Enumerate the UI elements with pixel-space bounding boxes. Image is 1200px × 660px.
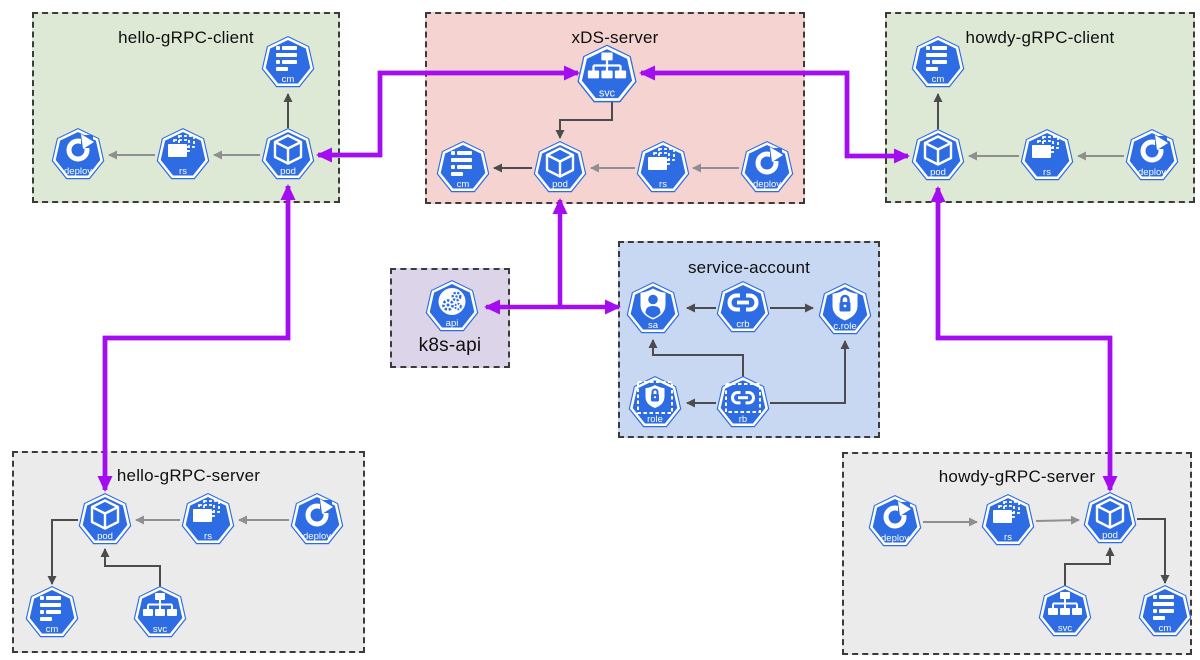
title-howdy-grpc-server: howdy-gRPC-server [938, 467, 1096, 486]
deployment-icon: deploy [289, 492, 345, 546]
title-k8s-api: k8s-api [418, 335, 482, 356]
node-label: rs [204, 531, 212, 542]
pod-cube-icon: pod [1082, 491, 1138, 545]
node-hello-server-cm: cm [24, 585, 80, 641]
rolebinding-icon: rb [715, 375, 771, 429]
configmap-icon: cm [260, 35, 316, 89]
node-howdy-client-pod: pod [910, 128, 966, 184]
node-label: cm [1159, 623, 1172, 634]
node-label: pod [552, 179, 568, 190]
node-label: svc [1058, 623, 1073, 634]
node-hello-client-pod: pod [260, 127, 316, 183]
node-sa: sa [625, 281, 681, 337]
replicaset-icon: rs [180, 492, 236, 546]
node-label: pod [280, 166, 296, 177]
node-label: rs [659, 179, 667, 190]
title-xds-server: xDS-server [571, 28, 659, 47]
node-label: pod [1102, 530, 1118, 541]
node-label: rs [1043, 167, 1051, 178]
pod-cube-icon: pod [77, 492, 133, 546]
node-role: role [627, 375, 683, 431]
node-label: role [647, 414, 663, 425]
node-hello-server-deploy: deploy [289, 492, 345, 548]
arrow-howdy-client-pod-to-howdy-server-pod [935, 188, 1118, 492]
node-label: sa [648, 320, 659, 331]
replicaset-icon: rs [1019, 128, 1075, 182]
node-label: cm [46, 624, 59, 635]
arrow-hello-client-pod-to-hello-server-pod [97, 186, 291, 492]
node-hello-client-rs: rs [155, 127, 211, 183]
node-hello-client-deploy: deploy [50, 127, 106, 183]
node-hello-server-pod: pod [77, 492, 133, 548]
node-label: rb [739, 414, 747, 425]
title-hello-grpc-client: hello-gRPC-client [118, 28, 254, 47]
title-service-account: service-account [687, 258, 811, 277]
arrow-hello-server-pod-to-hello-client-pod [102, 184, 296, 490]
node-crb: crb [715, 280, 771, 336]
node-howdy-server-cm: cm [1137, 584, 1193, 640]
node-label: deploy [64, 166, 92, 177]
node-hello-server-svc: svc [132, 585, 188, 641]
node-label: deploy [753, 179, 781, 190]
node-howdy-server-rs: rs [980, 493, 1036, 549]
node-label: rs [1004, 532, 1012, 543]
node-label: svc [599, 87, 616, 99]
node-xds-rs: rs [635, 140, 691, 196]
node-label: api [446, 318, 459, 329]
service-icon: svc [132, 585, 188, 639]
node-label: c.role [833, 321, 856, 332]
deployment-icon: deploy [867, 494, 923, 548]
replicaset-icon: rs [980, 493, 1036, 547]
configmap-icon: cm [1137, 584, 1193, 638]
clusterrole-lock-icon: c.role [817, 282, 873, 336]
service-icon: svc [575, 43, 639, 104]
node-label: pod [930, 167, 946, 178]
node-howdy-client-deploy: deploy [1124, 128, 1180, 184]
pod-cube-icon: pod [532, 140, 588, 194]
configmap-icon: cm [435, 140, 491, 194]
replicaset-icon: rs [155, 127, 211, 181]
node-label: deploy [881, 533, 909, 544]
node-howdy-server-svc: svc [1037, 584, 1093, 640]
node-label: pod [97, 531, 113, 542]
node-label: cm [932, 74, 945, 85]
arrow-howdy-server-pod-to-howdy-client-pod [930, 186, 1113, 490]
node-xds-svc: svc [575, 43, 639, 107]
node-label: crb [736, 319, 749, 330]
node-label: deploy [1138, 167, 1166, 178]
service-icon: svc [1037, 584, 1093, 638]
configmap-icon: cm [910, 35, 966, 89]
clusterrolebinding-icon: crb [715, 280, 771, 334]
node-howdy-client-cm: cm [910, 35, 966, 91]
node-k8s-api: api [424, 279, 480, 335]
replicaset-icon: rs [635, 140, 691, 194]
node-howdy-client-rs: rs [1019, 128, 1075, 184]
api-gears-icon: api [424, 279, 480, 333]
role-lock-icon: role [627, 375, 683, 429]
node-xds-deploy: deploy [739, 140, 795, 196]
node-rolebinding: rb [715, 375, 771, 431]
node-xds-pod: pod [532, 140, 588, 196]
node-label: cm [457, 179, 470, 190]
deployment-icon: deploy [739, 140, 795, 194]
configmap-icon: cm [24, 585, 80, 639]
deployment-icon: deploy [50, 127, 106, 181]
node-howdy-server-deploy: deploy [867, 494, 923, 550]
node-label: rs [179, 166, 187, 177]
title-hello-grpc-server: hello-gRPC-server [116, 466, 261, 485]
pod-cube-icon: pod [260, 127, 316, 181]
node-hello-client-cm: cm [260, 35, 316, 91]
node-howdy-server-pod: pod [1082, 491, 1138, 547]
service-account-icon: sa [625, 281, 681, 335]
node-label: deploy [303, 531, 331, 542]
deployment-icon: deploy [1124, 128, 1180, 182]
node-label: cm [282, 74, 295, 85]
title-howdy-grpc-client: howdy-gRPC-client [965, 28, 1115, 47]
node-xds-cm: cm [435, 140, 491, 196]
pod-cube-icon: pod [910, 128, 966, 182]
node-clusterrole: c.role [817, 282, 873, 338]
node-label: svc [153, 624, 168, 635]
node-hello-server-rs: rs [180, 492, 236, 548]
